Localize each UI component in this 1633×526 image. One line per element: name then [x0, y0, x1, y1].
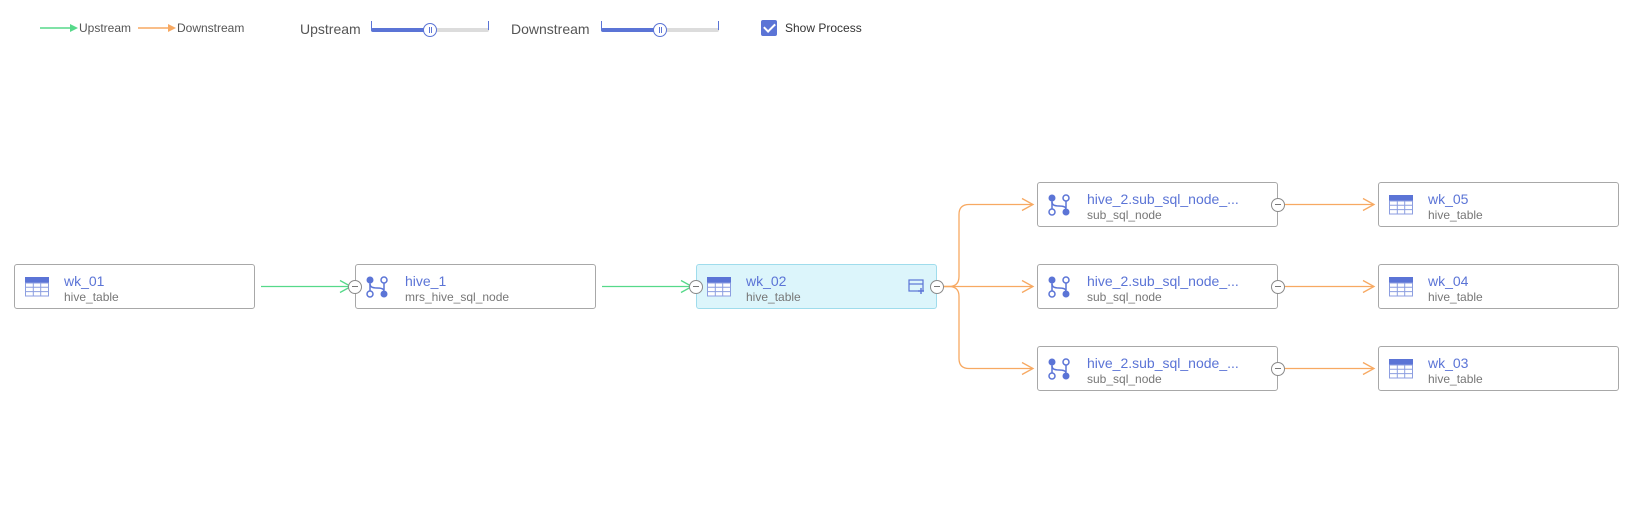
collapse-downstream-button[interactable]	[1271, 197, 1285, 212]
slider-tick-right	[718, 21, 719, 30]
legend-upstream: Upstream	[40, 20, 131, 36]
lineage-node[interactable]: hive_2.sub_sql_node_...sub_sql_node	[1037, 346, 1278, 391]
process-icon	[1047, 275, 1073, 299]
node-title[interactable]: wk_03	[1428, 355, 1469, 371]
node-title[interactable]: hive_1	[405, 273, 447, 289]
process-icon	[1047, 357, 1073, 381]
edge-arrowhead	[1021, 197, 1035, 212]
slider-fill	[371, 28, 430, 32]
collapse-upstream-button[interactable]	[689, 279, 703, 294]
edge-arrowhead	[1362, 279, 1376, 294]
slider-tick-left	[601, 21, 602, 30]
node-title[interactable]: wk_01	[64, 273, 105, 289]
edge-arrowhead	[1021, 361, 1035, 376]
table-icon	[1388, 193, 1414, 217]
upstream-depth-slider[interactable]	[371, 19, 489, 39]
edge-arrowhead	[1362, 197, 1376, 212]
node-subtitle: hive_table	[1428, 372, 1483, 386]
upstream-slider-label: Upstream	[300, 21, 361, 37]
process-icon	[1047, 193, 1073, 217]
node-subtitle: hive_table	[64, 290, 119, 304]
node-title[interactable]: hive_2.sub_sql_node_...	[1087, 273, 1239, 289]
legend-upstream-label: Upstream	[79, 21, 132, 35]
node-subtitle: sub_sql_node	[1087, 372, 1162, 386]
lineage-node[interactable]: hive_2.sub_sql_node_...sub_sql_node	[1037, 264, 1278, 309]
slider-fill	[601, 28, 660, 32]
show-process-checkbox[interactable]	[761, 20, 777, 36]
table-icon	[24, 275, 50, 299]
collapse-downstream-button[interactable]	[1271, 361, 1285, 376]
lineage-node[interactable]: hive_2.sub_sql_node_...sub_sql_node	[1037, 182, 1278, 227]
lineage-edges	[261, 197, 1376, 376]
node-subtitle: hive_table	[746, 290, 801, 304]
downstream-edge	[943, 285, 1033, 370]
collapse-downstream-button[interactable]	[930, 279, 944, 294]
node-title[interactable]: wk_05	[1428, 191, 1469, 207]
slider-thumb[interactable]	[653, 23, 667, 37]
node-subtitle: sub_sql_node	[1087, 290, 1162, 304]
slider-tick-left	[371, 21, 372, 30]
node-subtitle: hive_table	[1428, 290, 1483, 304]
downstream-slider-label: Downstream	[511, 21, 590, 37]
table-icon	[706, 275, 732, 299]
downstream-edge	[943, 203, 1033, 288]
edge-arrowhead	[1362, 361, 1376, 376]
add-to-view-icon[interactable]	[908, 279, 926, 295]
node-title[interactable]: wk_04	[1428, 273, 1469, 289]
downstream-arrow-icon	[138, 23, 176, 33]
legend-downstream: Downstream	[138, 20, 244, 36]
table-icon	[1388, 357, 1414, 381]
show-process-toggle[interactable]: Show Process	[761, 20, 862, 36]
process-icon	[365, 275, 391, 299]
edge-arrowhead	[1021, 279, 1035, 294]
downstream-depth-slider[interactable]	[601, 19, 719, 39]
slider-thumb[interactable]	[423, 23, 437, 37]
collapse-upstream-button[interactable]	[348, 279, 362, 294]
toolbar: Upstream Downstream Upstream Downstream …	[0, 0, 1633, 58]
node-title[interactable]: hive_2.sub_sql_node_...	[1087, 191, 1239, 207]
node-subtitle: sub_sql_node	[1087, 208, 1162, 222]
collapse-downstream-button[interactable]	[1271, 279, 1285, 294]
upstream-arrow-icon	[40, 23, 78, 33]
node-title[interactable]: wk_02	[746, 273, 787, 289]
show-process-label: Show Process	[785, 21, 862, 35]
node-title[interactable]: hive_2.sub_sql_node_...	[1087, 355, 1239, 371]
table-icon	[1388, 275, 1414, 299]
slider-tick-right	[488, 21, 489, 30]
legend-downstream-label: Downstream	[177, 21, 245, 35]
node-subtitle: mrs_hive_sql_node	[405, 290, 510, 304]
node-subtitle: hive_table	[1428, 208, 1483, 222]
